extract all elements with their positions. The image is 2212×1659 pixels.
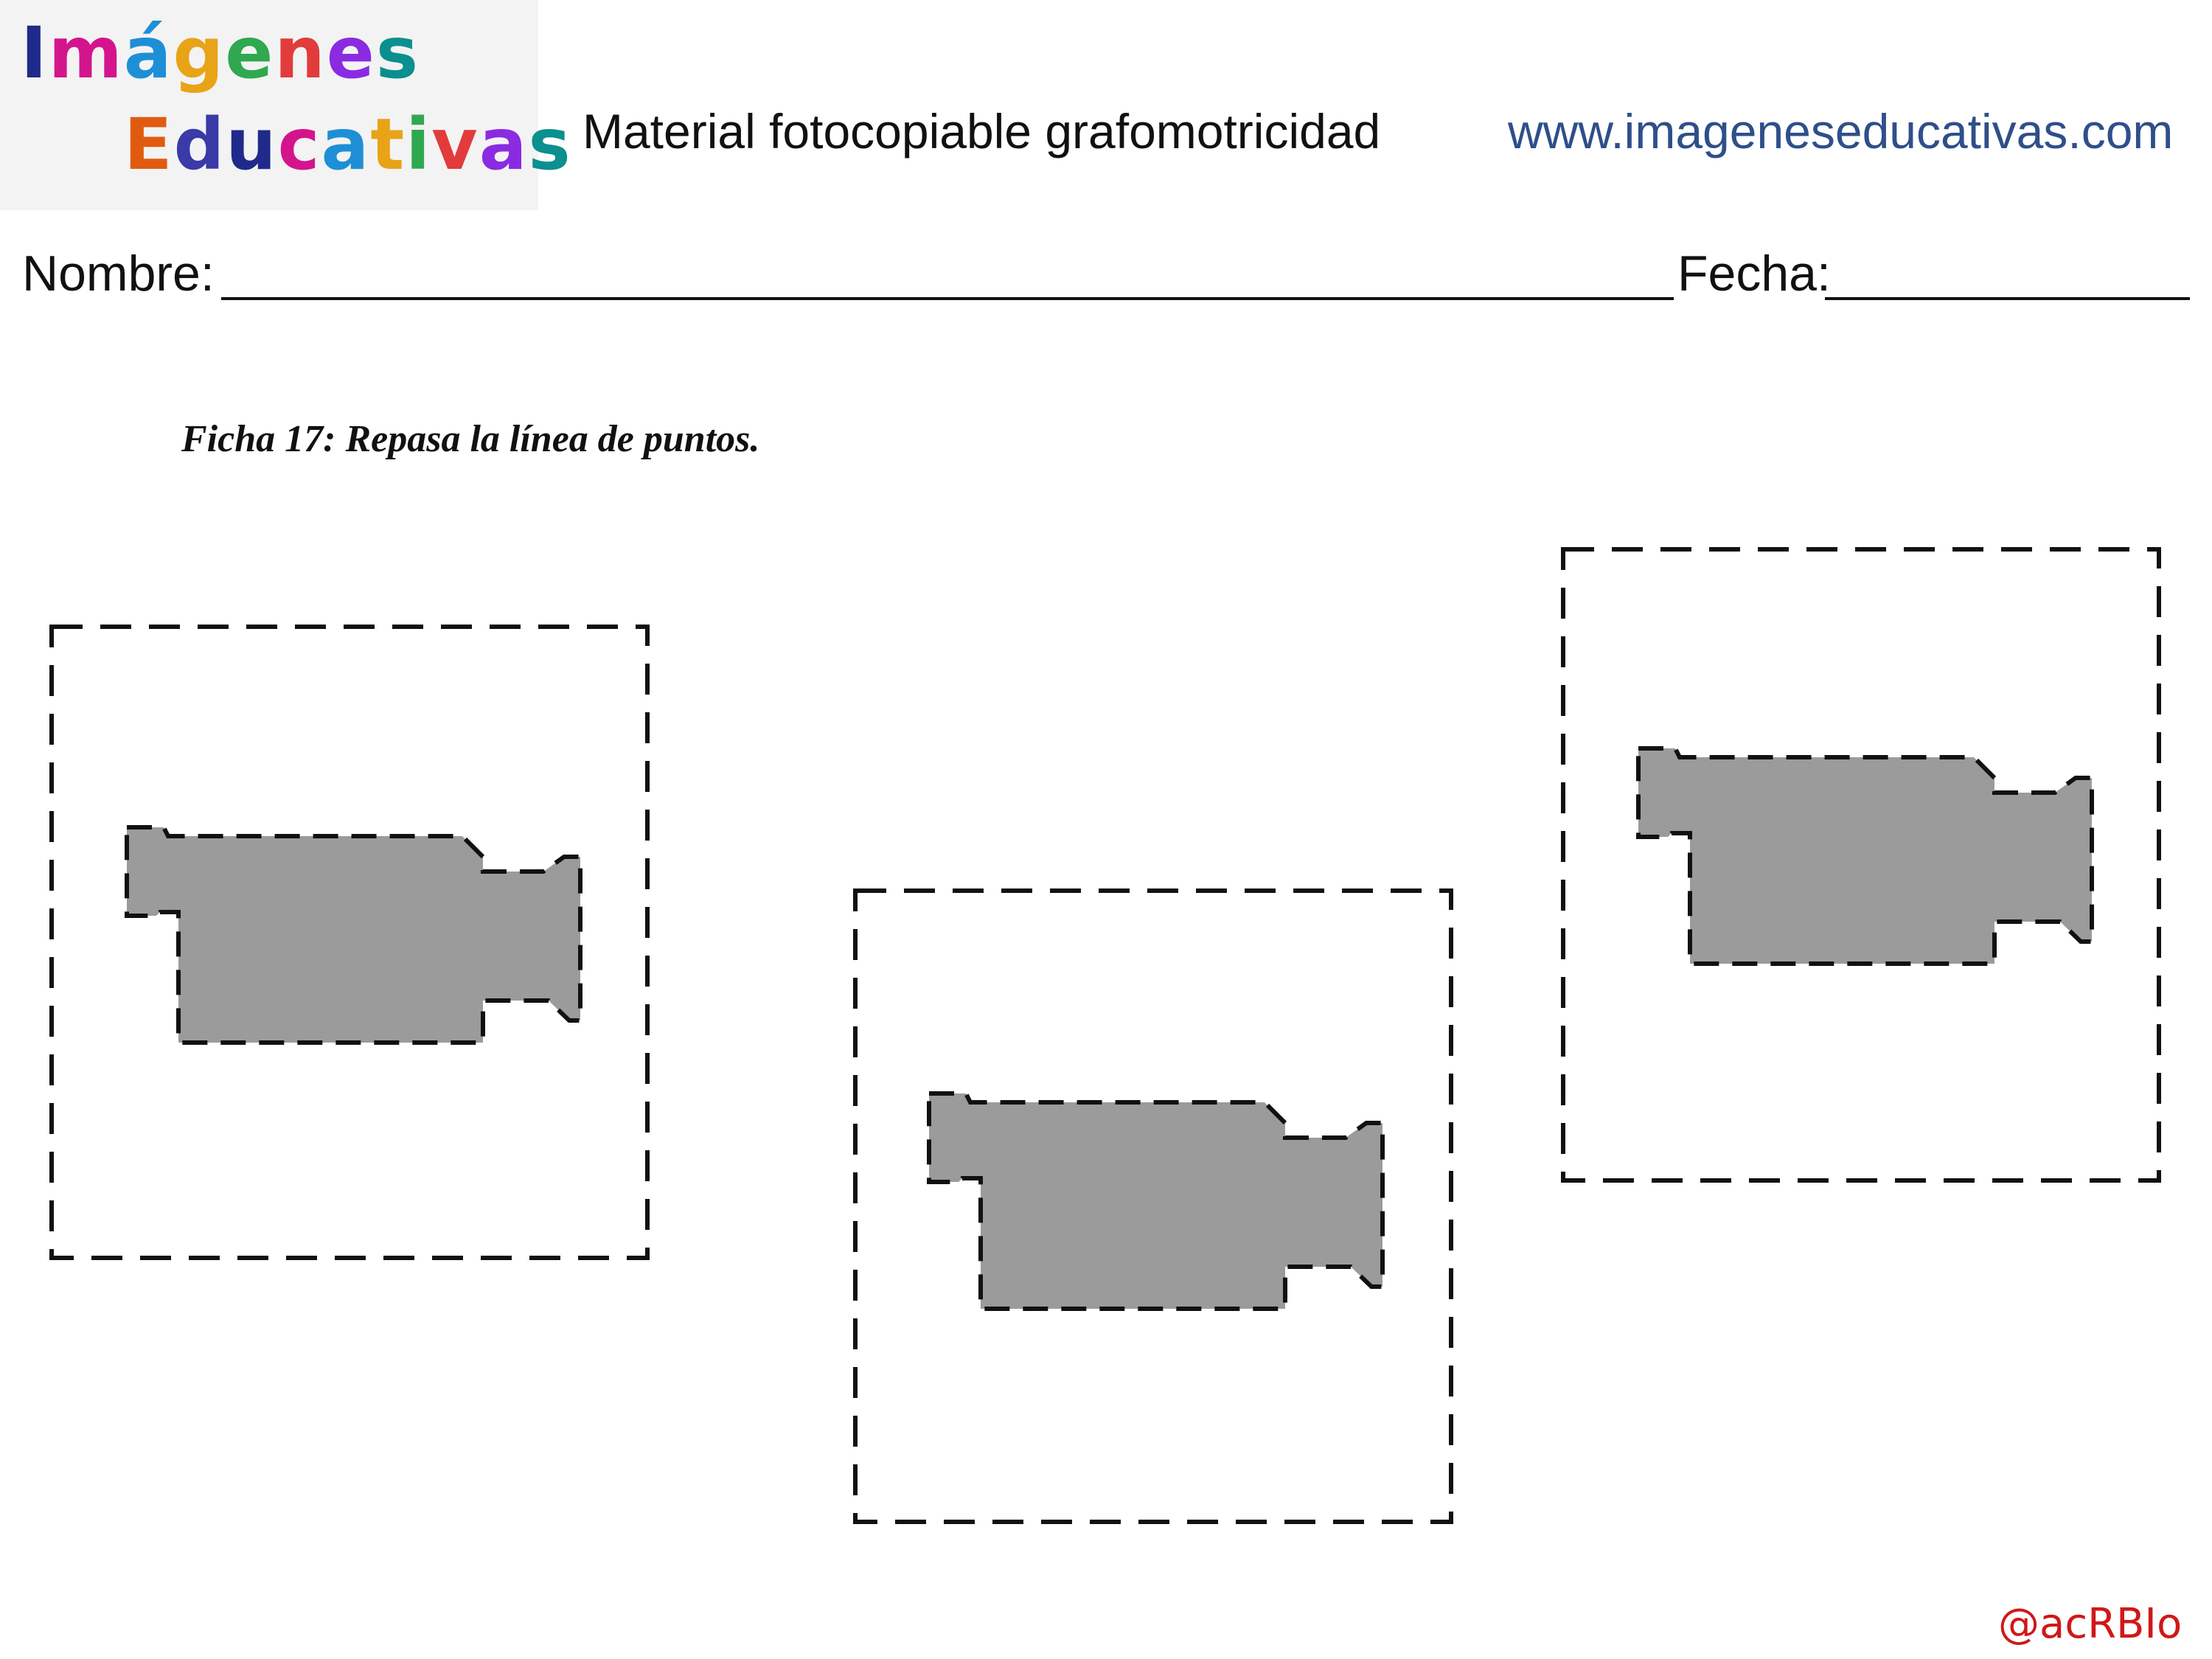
logo-letter: e — [225, 12, 275, 94]
header-url: www.imageneseducativas.com — [1508, 104, 2174, 159]
video-camera-icon — [125, 825, 582, 1045]
logo-letter: d — [173, 103, 226, 186]
logo-letter: i — [406, 103, 432, 186]
logo-letter: a — [479, 103, 529, 186]
logo-letter: á — [123, 12, 173, 94]
logo-letter: I — [21, 12, 49, 94]
logo-letter: v — [431, 103, 479, 186]
instruction: Ficha 17: Repasa la línea de puntos. — [181, 418, 760, 460]
logo-letter: n — [274, 12, 327, 94]
logo-letter: a — [321, 103, 371, 186]
dashed-frame — [853, 888, 1453, 1524]
logo-letter: s — [375, 12, 420, 94]
video-camera-icon — [1636, 746, 2094, 966]
video-camera-icon — [927, 1091, 1385, 1311]
tracing-card-left — [49, 625, 650, 1260]
logo-line-1: Imágenes — [21, 12, 420, 94]
tracing-card-center — [853, 888, 1453, 1524]
author-credit: @acRBIo — [1998, 1600, 2183, 1648]
logo-letter: e — [326, 12, 376, 94]
name-label: Nombre: — [22, 246, 215, 302]
date-label: Fecha: — [1677, 246, 1831, 302]
logo-letter: s — [528, 103, 572, 186]
logo: Imágenes Educativas — [0, 0, 571, 210]
date-line — [1825, 297, 2190, 300]
name-line — [221, 297, 1674, 300]
tracing-card-right — [1561, 547, 2161, 1183]
logo-letter: c — [277, 103, 321, 186]
header-title: Material fotocopiable grafomotricidad — [582, 104, 1381, 159]
logo-letter: m — [48, 12, 124, 94]
dashed-frame — [1561, 547, 2161, 1183]
logo-letter: u — [226, 103, 278, 186]
logo-letter: E — [124, 103, 174, 186]
logo-letter: t — [370, 103, 406, 186]
logo-letter: g — [173, 12, 226, 94]
logo-line-2: Educativas — [124, 103, 572, 186]
dashed-frame — [49, 625, 650, 1260]
